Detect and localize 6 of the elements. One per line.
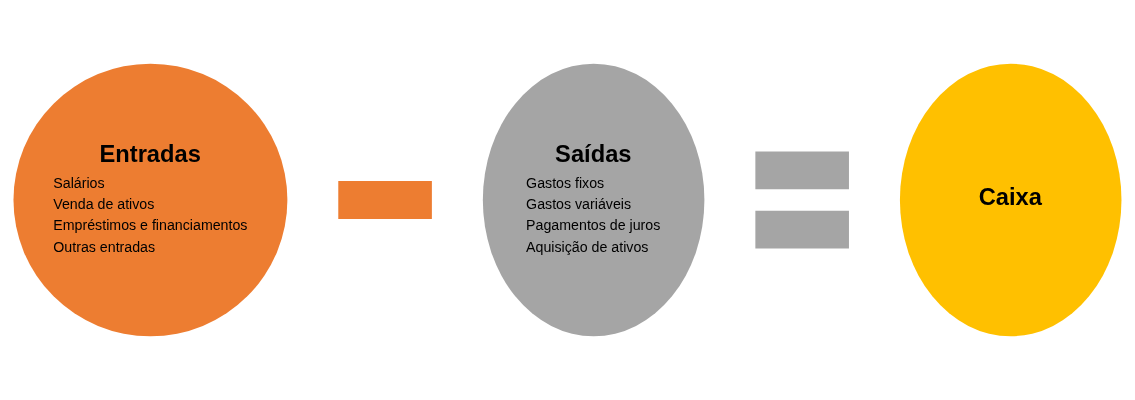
- node-ellipse: Caixa: [899, 63, 1122, 337]
- node-bar: [755, 151, 849, 190]
- node-bar: [755, 210, 849, 249]
- node-circle: Entradas Salários Venda de ativos Empréstimos e financiamentos Outras entradas: [13, 63, 288, 337]
- node-bar: [338, 181, 432, 219]
- node-ellipse: Saídas Gastos fixos Gastos variáveis Pagamentos de juros Aquisição de ativos: [482, 63, 705, 337]
